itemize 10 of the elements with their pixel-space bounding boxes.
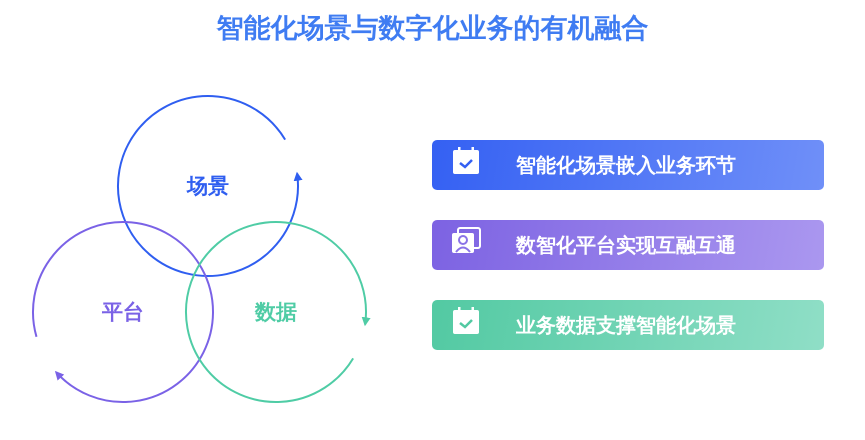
banner-text: 业务数据支撑智能化场景	[516, 312, 736, 339]
banner-text: 智能化场景嵌入业务环节	[516, 152, 736, 179]
circle-label: 平台	[102, 299, 144, 326]
title: 智能化场景与数字化业务的有机融合	[216, 13, 648, 44]
banner-box	[432, 140, 824, 190]
banner-text: 数智化平台实现互融互通	[516, 232, 736, 259]
banner-box	[432, 220, 824, 270]
circle-label: 数据	[255, 299, 297, 326]
banner-box	[432, 300, 824, 350]
circle-label: 场景	[187, 173, 229, 200]
